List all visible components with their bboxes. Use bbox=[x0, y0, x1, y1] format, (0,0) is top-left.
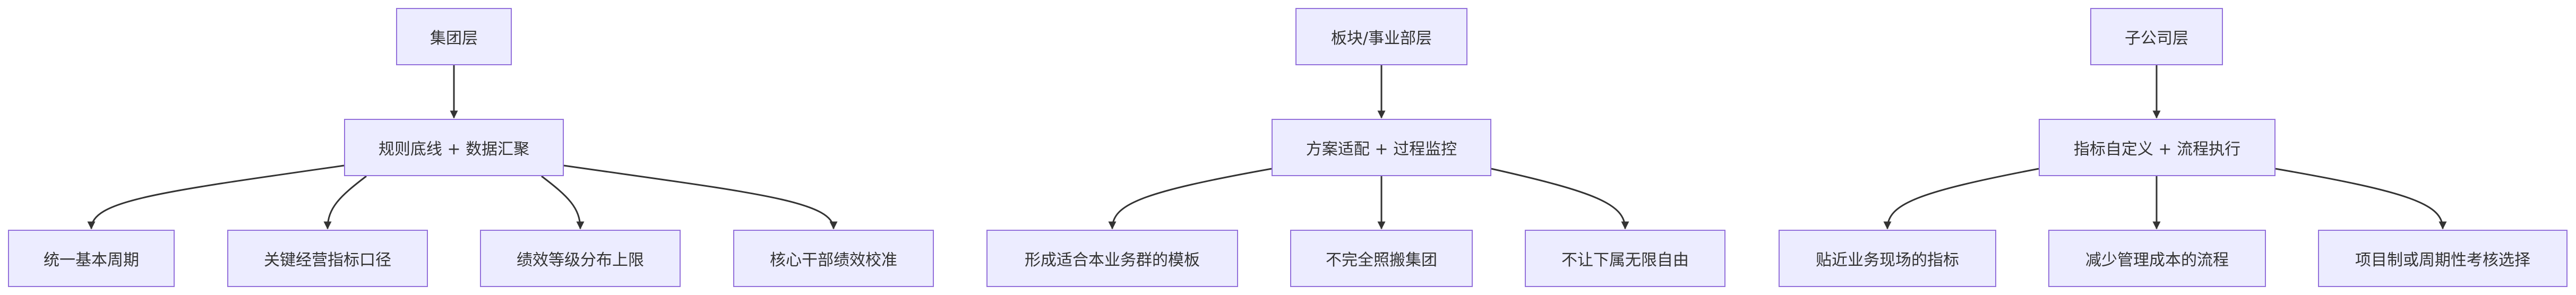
node-division-adapt: 方案适配 + 过程监控 bbox=[1272, 119, 1491, 176]
node-division-leaf-3: 不让下属无限自由 bbox=[1525, 230, 1725, 287]
node-group-rules: 规则底线 + 数据汇聚 bbox=[344, 119, 564, 176]
node-subsidiary-define: 指标自定义 + 流程执行 bbox=[2039, 119, 2276, 176]
node-group-leaf-4: 核心干部绩效校准 bbox=[733, 230, 934, 287]
node-group-leaf-2: 关键经营指标口径 bbox=[227, 230, 428, 287]
node-subsidiary-leaf-2: 减少管理成本的流程 bbox=[2048, 230, 2266, 287]
node-subsidiary-leaf-1: 贴近业务现场的指标 bbox=[1779, 230, 1996, 287]
node-group-level: 集团层 bbox=[396, 8, 512, 65]
edge-division-adapt-to-leaf-3 bbox=[1491, 168, 1629, 230]
node-subsidiary-level: 子公司层 bbox=[2090, 8, 2223, 65]
edge-subsidiary-define-to-leaf-1 bbox=[1883, 168, 2039, 230]
edge-group-rules-to-leaf-1 bbox=[87, 164, 345, 230]
node-division-leaf-1: 形成适合本业务群的模板 bbox=[986, 230, 1238, 287]
node-division-level: 板块/事业部层 bbox=[1295, 8, 1467, 65]
node-group-leaf-3: 绩效等级分布上限 bbox=[480, 230, 681, 287]
edge-division-adapt-to-leaf-1 bbox=[1108, 168, 1272, 230]
edge-group-rules-to-leaf-4 bbox=[563, 164, 838, 230]
edge-subsidiary-define-to-leaf-3 bbox=[2275, 168, 2447, 230]
node-subsidiary-leaf-3: 项目制或周期性考核选择 bbox=[2318, 230, 2568, 287]
edge-group-rules-to-leaf-2 bbox=[323, 175, 367, 230]
node-group-leaf-1: 统一基本周期 bbox=[8, 230, 175, 287]
edge-group-rules-to-leaf-3 bbox=[541, 175, 585, 230]
node-division-leaf-2: 不完全照搬集团 bbox=[1290, 230, 1473, 287]
